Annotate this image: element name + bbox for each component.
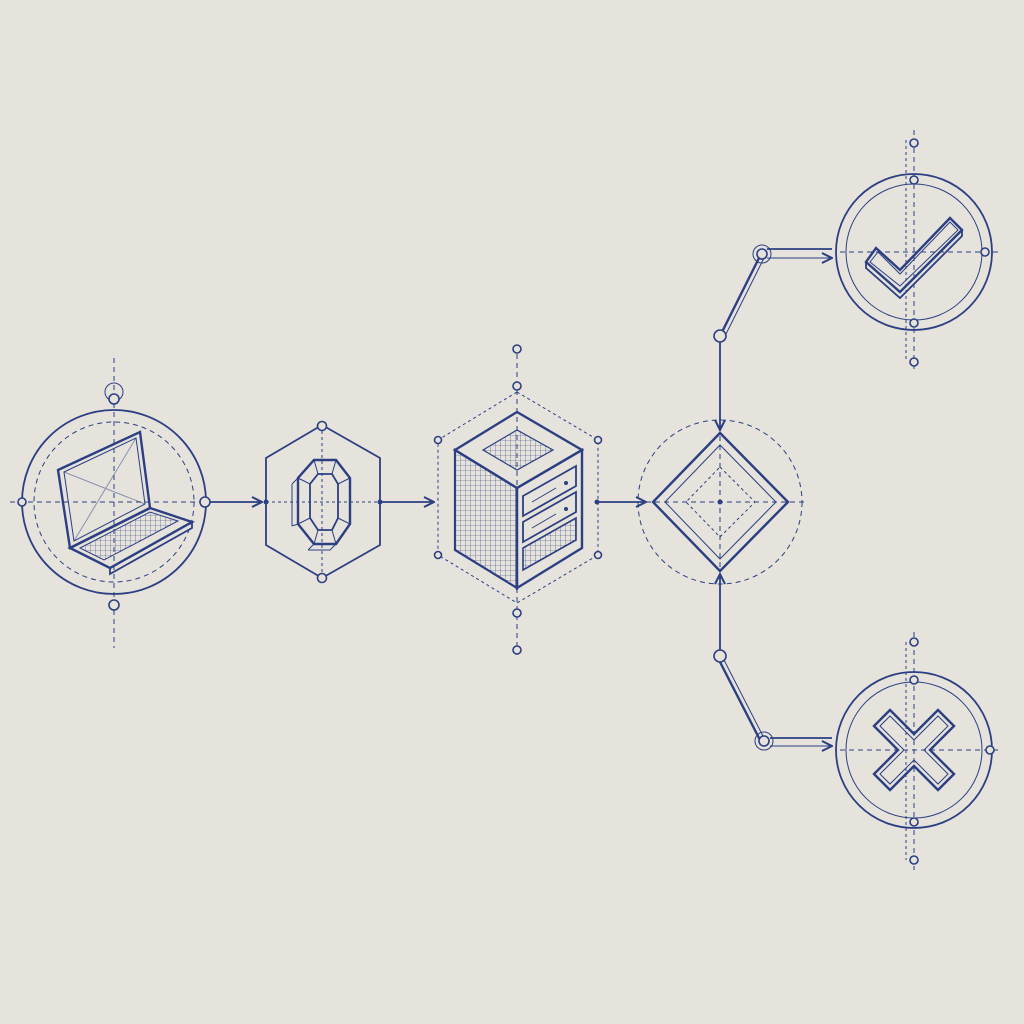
edge-decision-success — [713, 244, 832, 430]
decision-diamond-icon — [651, 431, 790, 573]
octagon-ring-icon — [291, 458, 352, 551]
checkmark-icon — [864, 216, 964, 300]
server-node — [433, 344, 603, 655]
edge-gateway-server — [377, 500, 435, 505]
decision-node — [628, 418, 808, 590]
failure-node — [835, 632, 1000, 870]
laptop-icon — [56, 430, 195, 576]
edge-client-gateway — [199, 497, 269, 507]
server-rack-icon — [452, 410, 585, 591]
x-mark-icon — [872, 708, 956, 792]
edge-decision-failure — [713, 574, 832, 750]
gateway-node — [265, 420, 381, 584]
success-node — [835, 130, 1000, 372]
client-node — [10, 358, 207, 648]
